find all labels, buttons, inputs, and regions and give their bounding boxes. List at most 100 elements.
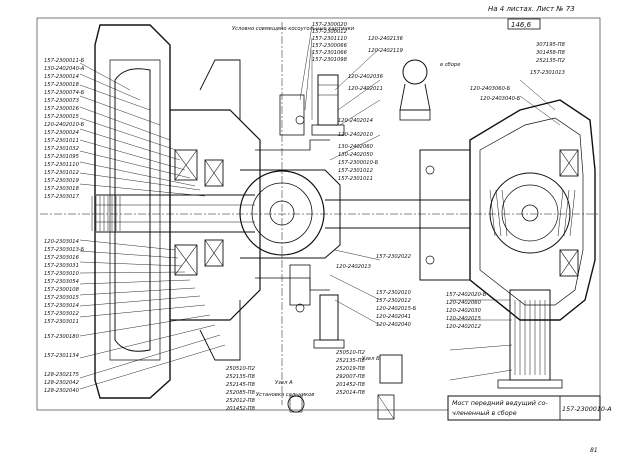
callout-label: 157-2300014 (44, 74, 79, 80)
callout-label: 157-2303031 (44, 263, 79, 269)
callout-label: 252085-П8 (226, 390, 256, 396)
callout-label: 252135-П2 (536, 58, 565, 64)
callout-label: 250510-П2 (336, 350, 365, 356)
callout-label: 157-2301011 (44, 138, 79, 144)
title-block: Мост передний ведущий со- члененный в сб… (447, 395, 612, 421)
callout-label: 130-2402040-А (44, 66, 85, 72)
callout-label: 292007-П8 (336, 374, 366, 380)
callout-label: 157-2303054 (44, 279, 79, 285)
callout-label: 157-2300018 (44, 82, 80, 88)
tie-rod-detail (399, 59, 431, 121)
callout-label: 157-2303018 (44, 186, 80, 192)
left-hub-assembly (40, 22, 600, 405)
leader-lines (79, 25, 561, 390)
callout-label: 157-2300180 (44, 334, 80, 340)
callout-label: 120-2402013 (336, 264, 371, 270)
callout-label: 120-2402119 (368, 48, 403, 54)
callout-label: 157-2301110 (44, 162, 80, 168)
alignment-note: Условно совмещено косоугольные картинки (232, 26, 355, 32)
callout-label: 120-2402010-Б (44, 122, 85, 128)
callout-label: 120-2402012 (446, 324, 481, 330)
callout-label: 157-2303019 (44, 178, 79, 184)
callout-label: 157-2300024 (44, 130, 79, 136)
callout-label: 157-2301012 (338, 168, 373, 174)
king-pin-lower (313, 294, 345, 349)
callout-label: 252012-П8 (226, 398, 256, 404)
callout-label: 120-2402040 (376, 322, 412, 328)
callouts-top: 157-2300020 157-2300012 157-2301110 157-… (312, 22, 404, 138)
callout-label: 252014-П8 (336, 390, 366, 396)
callout-label: 130-2402050 (338, 152, 374, 158)
callout-label: 120-2402041 (376, 314, 411, 320)
callout-label: 157-2303013-Б (44, 247, 85, 253)
callout-label: 128-2302040 (44, 388, 80, 394)
callout-label: 157-2301110 (312, 36, 348, 42)
callout-label: 120-2402014 (338, 118, 373, 124)
callout-label: 157-2303016 (44, 255, 80, 261)
callouts-center: 130-2402060 130-2402050 157-2300010-Б 15… (226, 144, 417, 412)
callout-label: 120-2402136 (368, 36, 404, 42)
callout-label: 157-2300066 (312, 43, 348, 49)
callout-label: 120-2402036 (348, 74, 384, 80)
in-assembly-note: в сборе (440, 62, 460, 68)
callout-label: 157-2303015 (44, 295, 80, 301)
callout-label: 128-2302042 (44, 380, 79, 386)
callout-label: 157-2303017 (44, 194, 80, 200)
callout-label: 252135-П8 (226, 374, 256, 380)
callout-label: 157-2300012 (312, 29, 347, 35)
callout-label: 201452-П8 (226, 406, 256, 412)
callout-label: 120-2402015 (446, 316, 482, 322)
node-a-label: Узел А (275, 380, 293, 386)
callout-label: 157-2301098 (312, 57, 348, 63)
callout-label: 120-2402030 (446, 308, 482, 314)
final-drive-housing (419, 99, 596, 389)
callout-label: 157-2302022 (376, 254, 411, 260)
page-number: 81 (590, 447, 598, 454)
callout-label: 250510-П2 (226, 366, 255, 372)
node-a-detail (287, 395, 305, 413)
callout-label: 120-2402010 (338, 132, 374, 138)
callout-label: 157-2301012 (44, 170, 79, 176)
callout-label: 157-2300011-Б (44, 58, 85, 64)
callout-label: 157-2300015 (44, 114, 80, 120)
callout-label: 157-2300016 (44, 106, 80, 112)
callout-label: 157-2301013 (530, 70, 565, 76)
callout-label: 301458-П8 (536, 50, 566, 56)
callout-label: 120-2303014 (44, 239, 79, 245)
node-a-caption: Установка сальников (256, 392, 314, 398)
callout-label: 157-2300074-Б (44, 90, 85, 96)
title-line-1: Мост передний ведущий со- (452, 399, 548, 407)
callouts-right: 307195-П8 301458-П8 252135-П2 157-230101… (446, 42, 566, 330)
callout-label: 120-2402015-Б (376, 306, 417, 312)
callout-label: 157-2301032 (44, 146, 79, 152)
callout-label: 157-2402020-Б (446, 292, 487, 298)
callout-label: 157-2301011 (338, 176, 373, 182)
callout-label: 157-2302012 (376, 298, 411, 304)
callout-label: 157-2300010-Б (338, 160, 379, 166)
callout-label: 120-2402060 (446, 300, 482, 306)
callout-label: 157-2300108 (44, 287, 80, 293)
callout-label: 120-2402011 (348, 86, 383, 92)
callout-label: 157-2301066 (312, 50, 348, 56)
callout-label: 120-2403060-Б (470, 86, 511, 92)
sheet-header: На 4 листах. Лист № 73 (488, 5, 575, 13)
callout-label: 157-2300073 (44, 98, 79, 104)
callout-label: 252135-П8 (336, 358, 366, 364)
callout-label: 201452-П8 (336, 382, 366, 388)
king-pin-upper (311, 74, 345, 136)
callout-label: 157-2303014 (44, 303, 79, 309)
callout-label: 157-2303011 (44, 319, 79, 325)
callouts-left-upper: 157-2300011-Б 130-2402040-А 157-2300014 … (44, 58, 85, 325)
callout-label: 157-2301134 (44, 353, 79, 359)
callout-label: 157-2303012 (44, 311, 79, 317)
sheet-code: 146,6 (511, 21, 532, 29)
callout-label: 157-2301095 (44, 154, 80, 160)
callout-label: 130-2402060 (338, 144, 374, 150)
callout-label: 157-2303010 (44, 271, 80, 277)
callout-label: 157-2300020 (312, 22, 348, 28)
notes: Условно совмещено косоугольные картинки … (232, 26, 460, 398)
node-b-detail (377, 354, 403, 420)
callout-label: 252145-П8 (226, 382, 256, 388)
